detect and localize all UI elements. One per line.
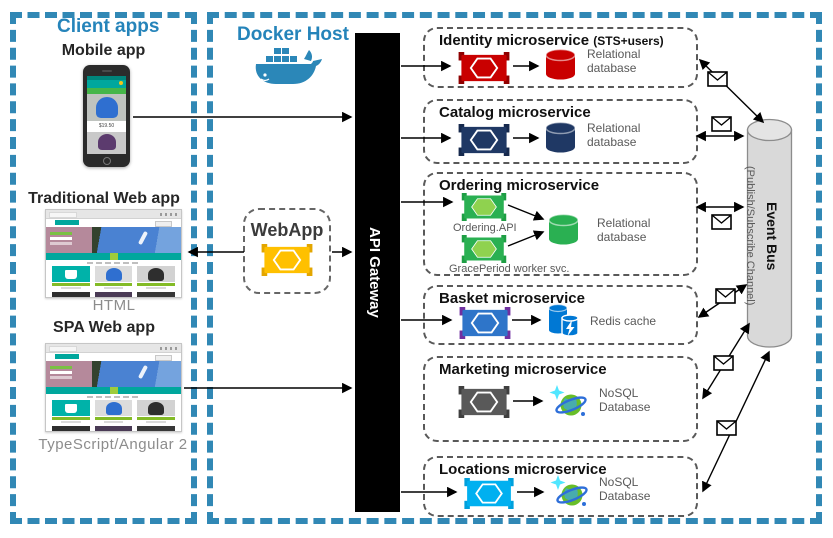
catalog-database-icon: [545, 122, 576, 153]
envelope-icon: [715, 288, 736, 304]
marketing-microservice-box: Marketing microservice NoSQL Database: [423, 356, 698, 442]
phone-speaker: [101, 70, 112, 72]
shop-results-row: [46, 260, 181, 266]
phone-screen: $19.50: [87, 76, 126, 154]
locations-container-icon: [464, 478, 514, 509]
envelope-icon: [707, 71, 728, 87]
catalog-microservice-box: Catalog microservice Relational database: [423, 99, 698, 164]
phone-home-button: [102, 157, 111, 165]
catalog-title: Catalog microservice: [439, 104, 591, 121]
ordering-title: Ordering microservice: [439, 177, 600, 194]
shop-second-row: [46, 425, 181, 431]
event-bus-subtitle: (Publish/Subscribe Channel): [744, 166, 756, 306]
web-app-screenshot: [45, 209, 182, 298]
shop-nav-strip: [46, 387, 181, 394]
envelope-icon: [713, 355, 734, 371]
envelope-icon: [711, 116, 732, 132]
basket-title: Basket microservice: [439, 290, 585, 307]
mobile-app-screenshot: $19.50: [83, 65, 130, 167]
envelope-icon: [716, 420, 737, 436]
api-gateway-label: API Gateway: [366, 227, 383, 318]
docker-host-frame: [207, 12, 822, 524]
spa-app-screenshot: [45, 343, 182, 432]
ordering-database-icon: [548, 214, 579, 245]
client-apps-title: Client apps: [57, 16, 160, 37]
shop-nav-strip: [46, 253, 181, 260]
catalog-container-icon: [458, 124, 510, 156]
shop-product-image: [87, 94, 126, 121]
ordering-db-label: Relational database: [597, 216, 651, 245]
shop-results-row: [46, 394, 181, 400]
marketing-title: Marketing microservice: [439, 361, 607, 378]
ordering-api-container-icon: [461, 193, 507, 221]
identity-database-icon: [545, 49, 576, 80]
identity-container-icon: [458, 52, 510, 84]
graceperiod-container-icon: [461, 235, 507, 263]
webapp-container-icon: [261, 244, 313, 276]
shop-hero-banner: [46, 227, 181, 253]
identity-microservice-box: Identity microservice (STS+users) Relati…: [423, 27, 698, 88]
api-gateway-bar: [355, 33, 400, 512]
marketing-container-icon: [458, 386, 510, 418]
event-bus-title: Event Bus: [764, 201, 780, 271]
shop-site-header: [46, 353, 181, 361]
cosmosdb-icon: [550, 475, 588, 506]
marketing-db-label: NoSQL Database: [599, 386, 651, 415]
envelope-icon: [711, 214, 732, 230]
basket-microservice-box: Basket microservice Redis cache: [423, 285, 698, 345]
docker-whale-icon: [255, 48, 322, 84]
webapp-label: WebApp: [250, 220, 324, 240]
redis-cache-icon: [548, 303, 579, 337]
locations-title: Locations microservice: [439, 461, 607, 478]
ordering-api-label: Ordering.API: [453, 222, 517, 234]
locations-microservice-box: Locations microservice NoSQL Database: [423, 456, 698, 517]
shop-second-row: [46, 291, 181, 297]
webapp-box: WebApp: [243, 208, 331, 294]
shop-product-price: $19.50: [87, 121, 126, 132]
identity-title: Identity microservice (STS+users): [439, 32, 664, 49]
shop-product-cards: [46, 266, 181, 291]
basket-db-label: Redis cache: [590, 314, 657, 328]
cosmosdb-icon: [549, 385, 587, 416]
catalog-db-label: Relational database: [587, 121, 641, 150]
shop-app-header: [87, 80, 126, 88]
html-caption: HTML: [92, 297, 136, 314]
spa-web-app-title: SPA Web app: [53, 319, 155, 336]
mobile-app-title: Mobile app: [61, 42, 146, 59]
shop-app-banner: [87, 88, 126, 94]
shop-product-image-2: [87, 132, 126, 154]
client-apps-frame: [10, 12, 197, 524]
identity-db-label: Relational database: [587, 47, 641, 76]
shop-hero-banner: [46, 361, 181, 387]
shop-product-cards: [46, 400, 181, 425]
locations-db-label: NoSQL Database: [599, 475, 651, 504]
graceperiod-label: GracePeriod worker svc.: [449, 263, 570, 275]
docker-host-title: Docker Host: [237, 24, 349, 45]
browser-chrome-bar: [46, 344, 181, 353]
browser-chrome-bar: [46, 210, 181, 219]
typescript-angular-caption: TypeScript/Angular 2: [38, 436, 188, 453]
basket-container-icon: [459, 307, 511, 339]
shop-site-header: [46, 219, 181, 227]
traditional-web-app-title: Traditional Web app: [28, 190, 180, 207]
phone-status-bar: [87, 76, 126, 80]
ordering-microservice-box: Ordering microservice Ordering.API Grace…: [423, 172, 698, 276]
